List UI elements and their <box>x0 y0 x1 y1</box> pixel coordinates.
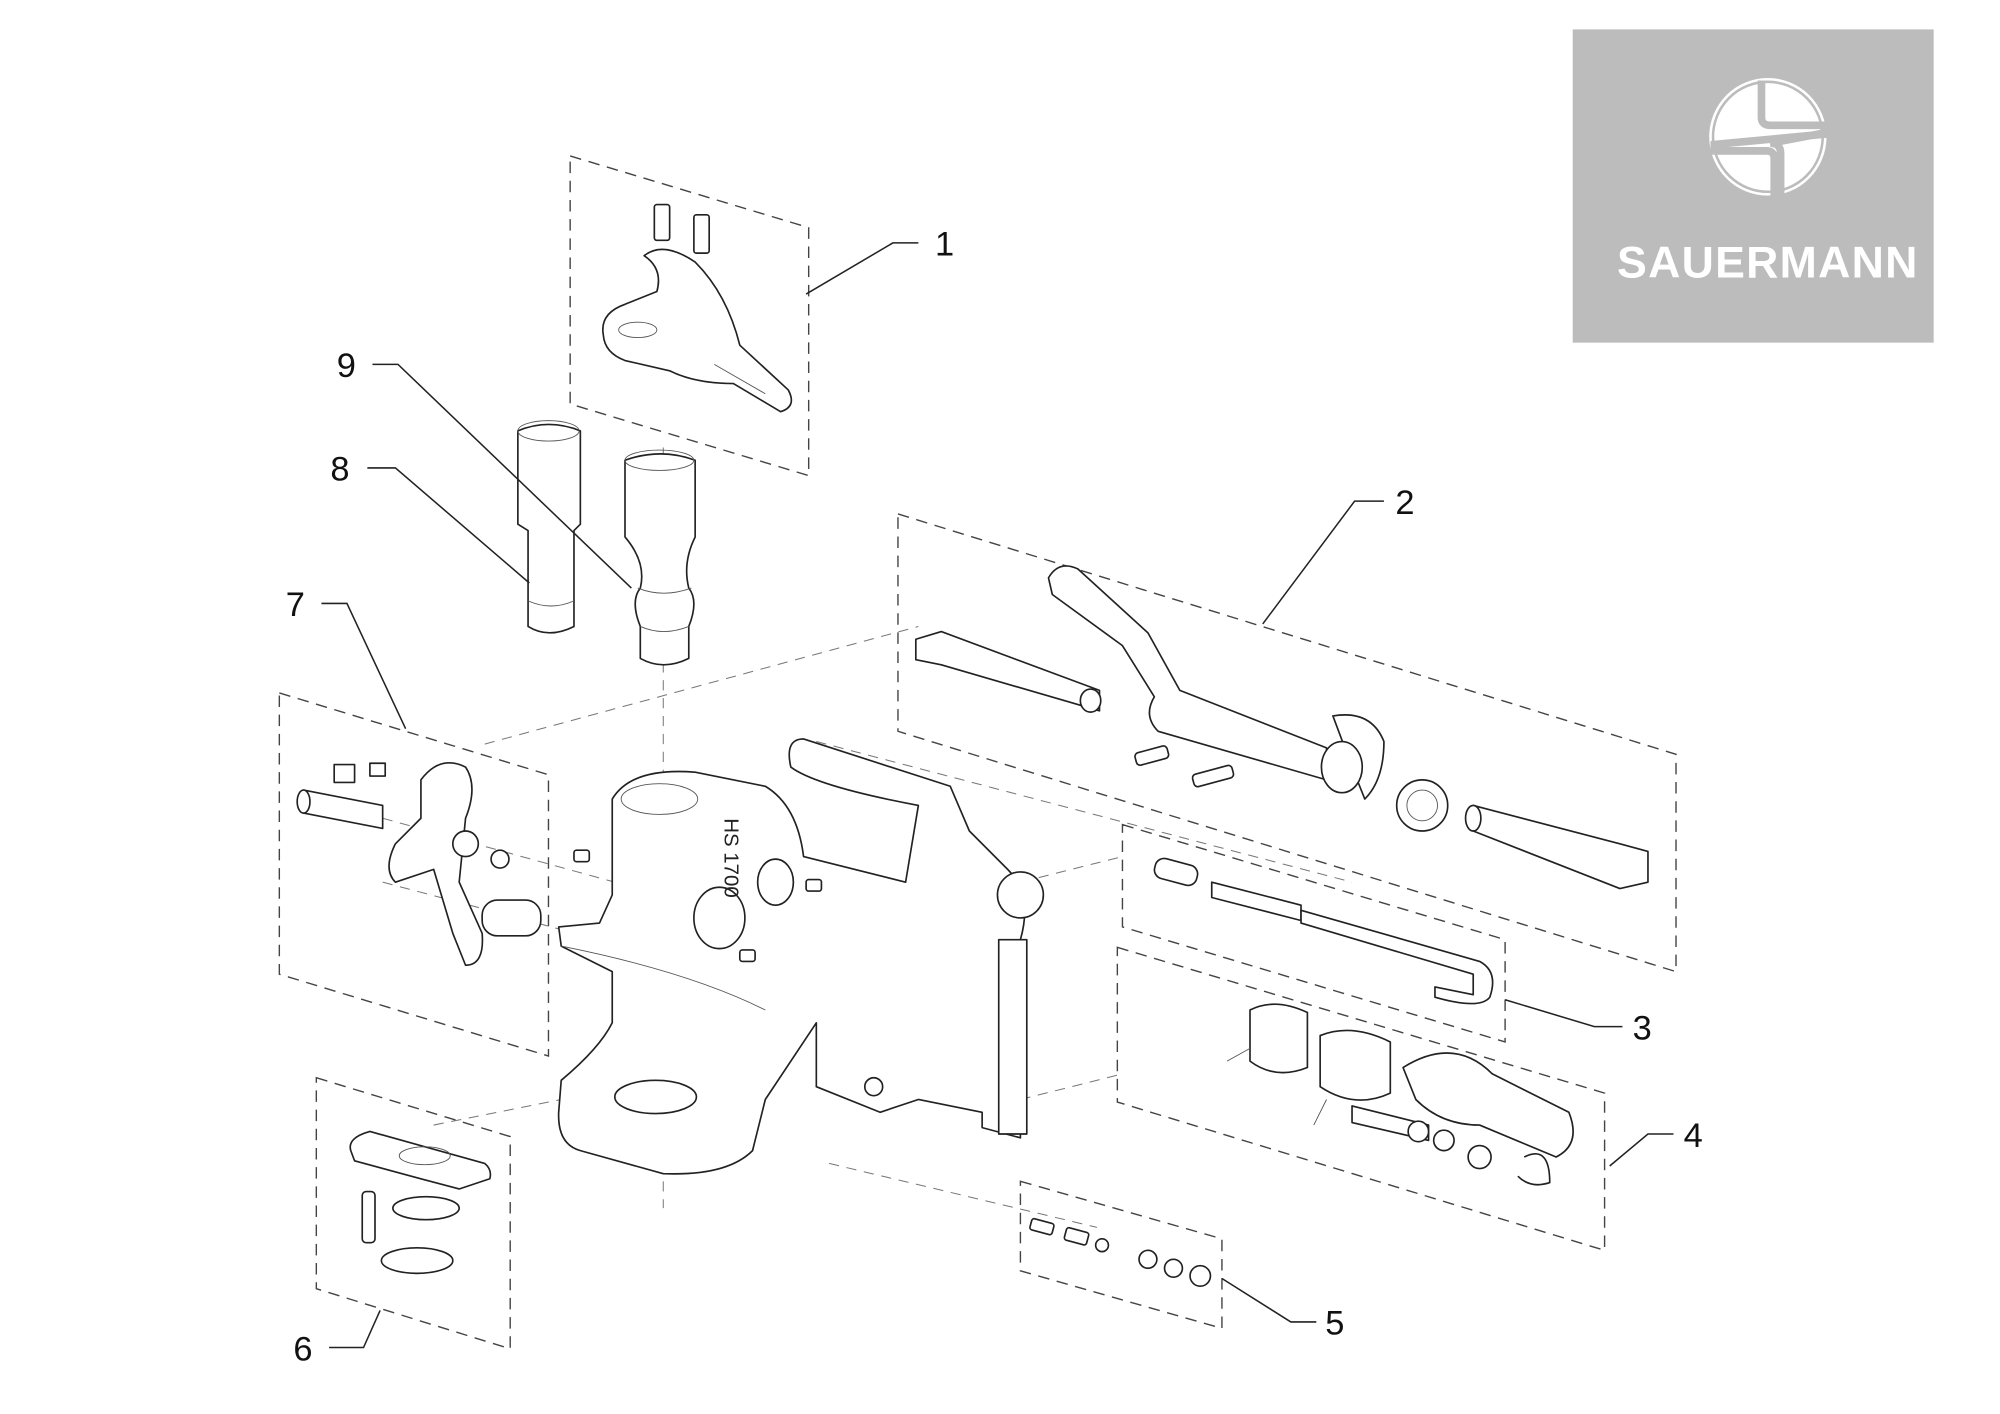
part-coupling-pin-ball <box>624 449 696 666</box>
callout-number: 3 <box>1633 1009 1652 1047</box>
group-box-3 <box>1121 823 1506 1043</box>
callout-9: 9 <box>337 347 632 589</box>
part-lock-mechanism <box>296 762 542 967</box>
callout-number: 8 <box>330 451 349 489</box>
part-valve-kit <box>1029 1217 1212 1287</box>
callout-number: 4 <box>1684 1117 1703 1155</box>
group-box-6 <box>315 1076 511 1350</box>
group-box-4 <box>1116 946 1606 1252</box>
part-top-cover <box>601 203 793 413</box>
group-box-1 <box>569 155 810 477</box>
callout-number: 1 <box>935 226 954 264</box>
callout-4: 4 <box>1609 1117 1703 1167</box>
part-lever-shaft <box>914 565 1649 890</box>
callout-number: 9 <box>337 347 356 385</box>
group-box-7 <box>278 691 550 1057</box>
callout-8: 8 <box>330 451 530 584</box>
group-box-2 <box>897 512 1677 973</box>
callout-5: 5 <box>1221 1277 1344 1343</box>
part-coupling-pin-straight <box>517 420 582 634</box>
part-bottom-plate <box>349 1130 492 1275</box>
callout-number: 6 <box>293 1330 312 1368</box>
callout-number: 5 <box>1325 1305 1344 1343</box>
part-spring-latch <box>1226 1003 1574 1186</box>
part-main-housing: HS 1700 <box>557 738 1045 1175</box>
callout-3: 3 <box>1504 999 1652 1047</box>
callout-number: 7 <box>286 586 305 624</box>
part-spring-rod <box>1153 857 1494 1005</box>
sauermann-logo: SAUERMANN <box>1572 29 1934 343</box>
callout-2: 2 <box>1262 484 1415 625</box>
callout-1: 1 <box>805 226 954 295</box>
housing-marking: HS 1700 <box>719 818 741 898</box>
logo-wordmark: SAUERMANN <box>1617 238 1919 287</box>
group-box-5 <box>1019 1180 1223 1330</box>
callout-number: 2 <box>1395 484 1414 522</box>
callout-6: 6 <box>293 1310 381 1368</box>
callout-7: 7 <box>286 586 407 730</box>
